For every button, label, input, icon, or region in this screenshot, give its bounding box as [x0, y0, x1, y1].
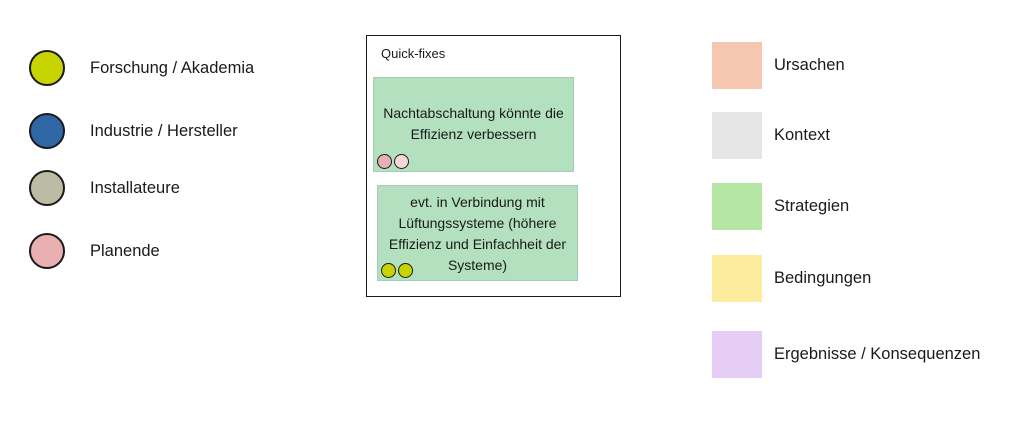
- quick-fixes-frame[interactable]: Quick-fixes Nachtabschaltung könnte die …: [366, 35, 621, 297]
- category-label: Strategien: [774, 197, 850, 215]
- stakeholder-dot-forschung: [29, 50, 65, 86]
- category-bedingungen: Bedingungen: [712, 255, 871, 302]
- category-swatch: [712, 42, 762, 89]
- sticky-note-2[interactable]: evt. in Verbindung mit Lüftungssysteme (…: [377, 185, 578, 281]
- category-label: Ursachen: [774, 56, 845, 74]
- stakeholder-tag: [381, 263, 396, 278]
- stakeholder-tag: [394, 154, 409, 169]
- category-kontext: Kontext: [712, 112, 830, 159]
- category-swatch: [712, 331, 762, 378]
- stakeholder-tag: [377, 154, 392, 169]
- legend-label: Installateure: [90, 178, 180, 197]
- stakeholder-dot-industrie: [29, 113, 65, 149]
- category-strategien: Strategien: [712, 183, 849, 230]
- category-swatch: [712, 183, 762, 230]
- category-ursachen: Ursachen: [712, 42, 845, 89]
- sticky-note-text: evt. in Verbindung mit Lüftungssysteme (…: [388, 194, 567, 273]
- sticky-note-1[interactable]: Nachtabschaltung könnte die Effizienz ve…: [373, 77, 574, 172]
- category-label: Ergebnisse / Konsequenzen: [774, 345, 981, 363]
- category-swatch: [712, 255, 762, 302]
- category-label: Kontext: [774, 126, 830, 144]
- category-swatch: [712, 112, 762, 159]
- frame-title: Quick-fixes: [381, 46, 446, 61]
- sticky-note-text: Nachtabschaltung könnte die Effizienz ve…: [383, 105, 564, 142]
- stakeholder-tags: [381, 263, 413, 278]
- legend-item-industrie: Industrie / Hersteller: [29, 113, 238, 149]
- legend-label: Forschung / Akademia: [90, 58, 255, 77]
- legend-item-planende: Planende: [29, 233, 160, 269]
- category-label: Bedingungen: [774, 269, 872, 287]
- legend-label: Industrie / Hersteller: [90, 121, 238, 140]
- legend-label: Planende: [90, 241, 160, 260]
- category-ergebnisse: Ergebnisse / Konsequenzen: [712, 331, 980, 378]
- stakeholder-tag: [398, 263, 413, 278]
- legend-item-installateure: Installateure: [29, 170, 180, 206]
- stakeholder-dot-planende: [29, 233, 65, 269]
- legend-item-forschung: Forschung / Akademia: [29, 50, 254, 86]
- stakeholder-dot-installateure: [29, 170, 65, 206]
- stakeholder-tags: [377, 154, 409, 169]
